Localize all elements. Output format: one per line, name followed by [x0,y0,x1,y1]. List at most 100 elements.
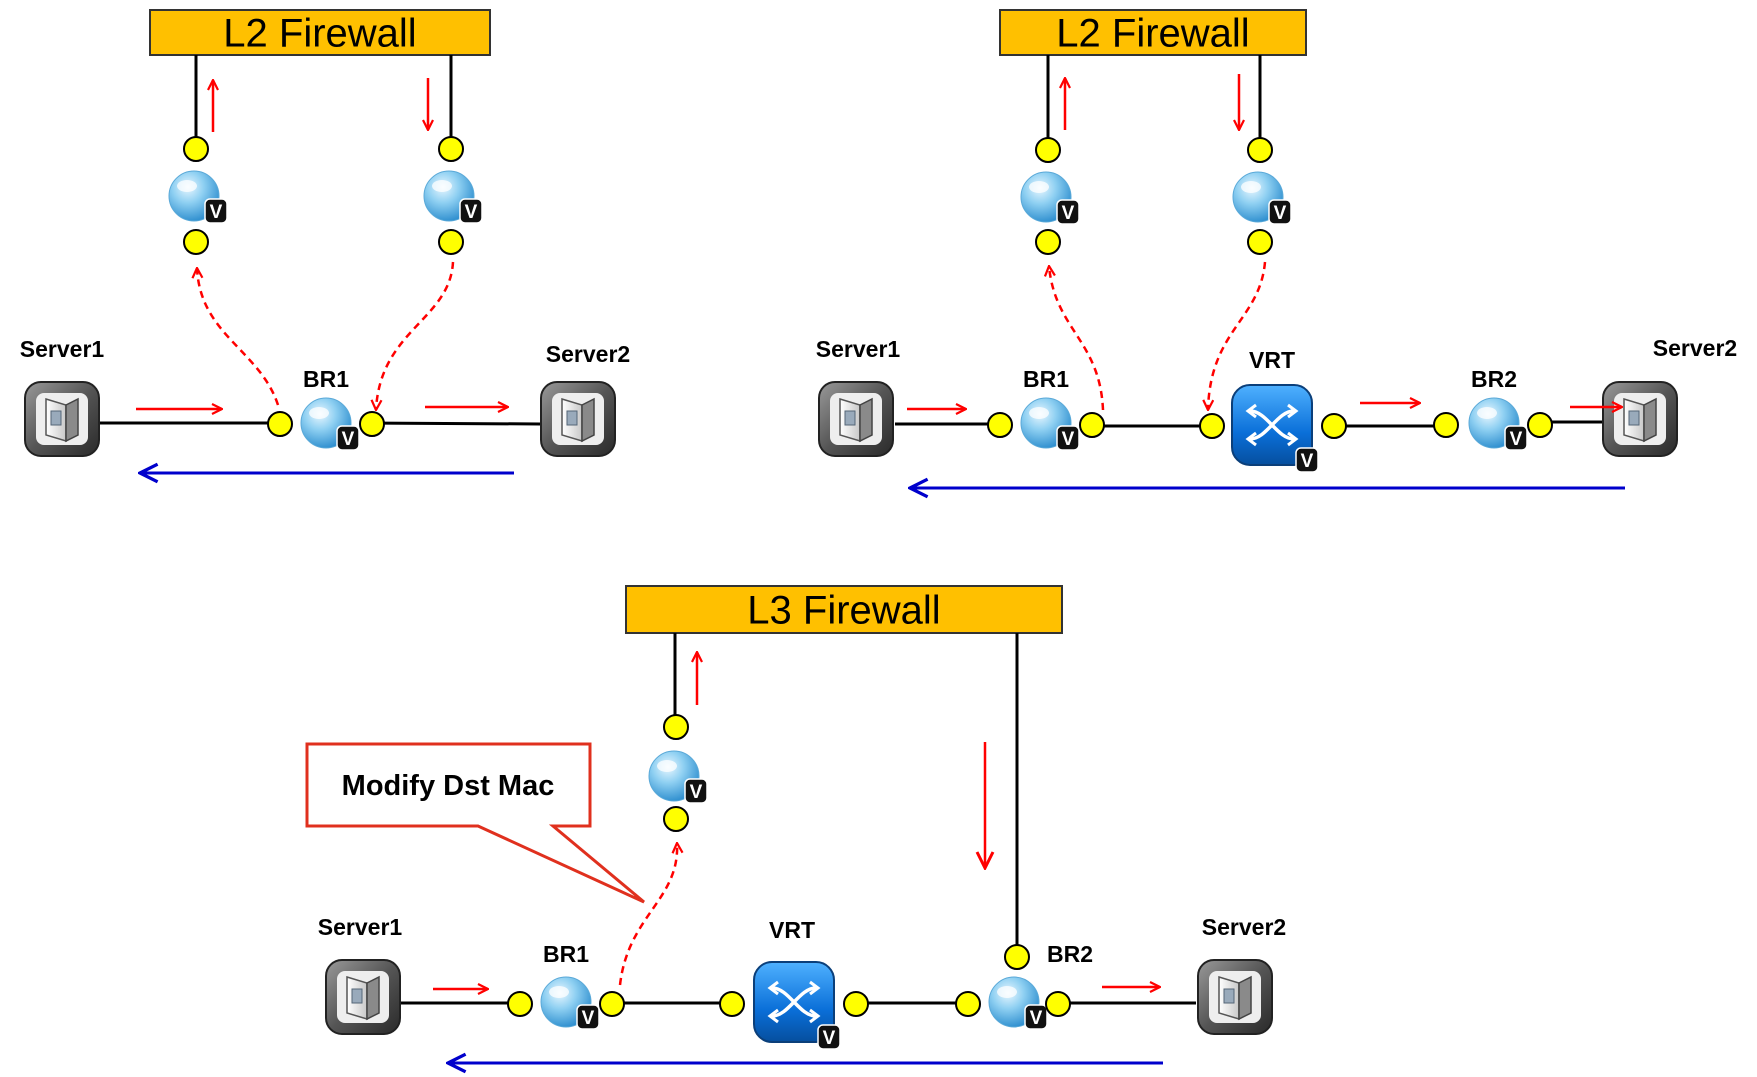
badge-letter: V [210,202,223,223]
server-icon [24,381,100,457]
router-cross [1249,409,1295,441]
server2-label: Server2 [546,341,630,367]
server-slot [566,410,578,426]
badge-box [576,1004,600,1030]
firewall-label: L2 Firewall [223,12,416,56]
server-side [859,397,873,443]
port-dot-icon [1527,412,1553,438]
redirect-to-firewall [1049,266,1105,411]
port-dot-icon [1247,229,1273,255]
badge-box [459,198,483,224]
firewall-box [999,9,1307,56]
badge-letter: V [690,782,703,803]
sphere-highlight [1241,181,1261,193]
server-icon [540,381,616,457]
server-slot [1628,410,1640,426]
link-line [369,421,541,426]
br1-label: BR1 [303,366,349,392]
br2-label: BR2 [1047,941,1093,967]
server-icon [1602,381,1678,457]
v-badge-icon: V [204,198,228,224]
port-dot-icon [987,412,1013,438]
redirect-from-firewall [1208,261,1267,410]
server1-label: Server1 [816,336,901,362]
badge-box [684,778,708,804]
port-dot-icon [955,991,981,1017]
sphere-highlight [1477,407,1497,419]
port-dot-icon [359,411,385,437]
server-side [581,397,595,443]
v-badge-icon: V [459,198,483,224]
v-badge-icon: V [1504,425,1528,451]
badge-box [817,1024,841,1050]
firewall-label: L3 Firewall [747,589,940,633]
port-dot-icon [507,991,533,1017]
server2-label: Server2 [1653,335,1737,361]
router-cross [771,986,817,1018]
v-badge-icon: V [1056,199,1080,225]
badge-box [1024,1004,1048,1030]
redirect-to-firewall [197,268,280,406]
port-dot-icon [599,991,625,1017]
port-dot-icon [1045,991,1071,1017]
badge-box [204,198,228,224]
firewall-box [625,585,1063,634]
vrt-label: VRT [769,917,815,943]
port-dot-icon [719,991,745,1017]
server2-label: Server2 [1202,914,1286,940]
port-dot-icon [1199,413,1225,439]
port-dot-icon [1035,137,1061,163]
sphere-highlight [1029,181,1049,193]
sphere-highlight [997,986,1017,998]
br1-label: BR1 [1023,366,1069,392]
badge-box [1056,199,1080,225]
badge-box [336,425,360,451]
server-slot [351,988,363,1004]
v-badge-icon: V [1056,425,1080,451]
server-slot [1223,988,1235,1004]
server-icon [325,959,401,1035]
callout-text: Modify Dst Mac [342,770,555,802]
badge-letter: V [823,1028,836,1049]
sphere-highlight [309,407,329,419]
port-dot-icon [438,229,464,255]
badge-letter: V [1030,1008,1043,1029]
virtual-router-icon [753,961,835,1043]
badge-letter: V [465,202,478,223]
server-slot [50,410,62,426]
firewall-l2-right: L2 Firewall [999,9,1307,56]
badge-letter: V [1301,451,1314,472]
server-side [366,975,380,1021]
v-badge-icon: V [576,1004,600,1030]
port-dot-icon [1433,412,1459,438]
sphere-highlight [657,760,677,772]
port-dot-icon [267,411,293,437]
port-dot-icon [438,136,464,162]
badge-box [1504,425,1528,451]
v-badge-icon: V [684,778,708,804]
sphere-highlight [177,180,197,192]
server1-label: Server1 [20,336,105,362]
port-dot-icon [663,714,689,740]
firewall-l3: L3 Firewall [625,585,1063,634]
badge-letter: V [342,429,355,450]
v-badge-icon: V [336,425,360,451]
port-dot-icon [1321,413,1347,439]
port-dot-icon [183,136,209,162]
v-badge-icon: V [1268,199,1292,225]
sphere-highlight [1029,407,1049,419]
br1-label: BR1 [543,941,589,967]
firewall-label: L2 Firewall [1056,12,1249,56]
server-icon [1197,959,1273,1035]
server-side [1238,975,1252,1021]
port-dot-icon [1004,944,1030,970]
br2-label: BR2 [1471,366,1517,392]
router-arrowheads [767,980,821,1024]
callout-modify-dst-mac: Modify Dst Mac [305,742,645,904]
badge-letter: V [1062,203,1075,224]
router-arrowheads [1245,403,1299,447]
badge-letter: V [1274,203,1287,224]
badge-box [1268,199,1292,225]
sphere-highlight [549,986,569,998]
